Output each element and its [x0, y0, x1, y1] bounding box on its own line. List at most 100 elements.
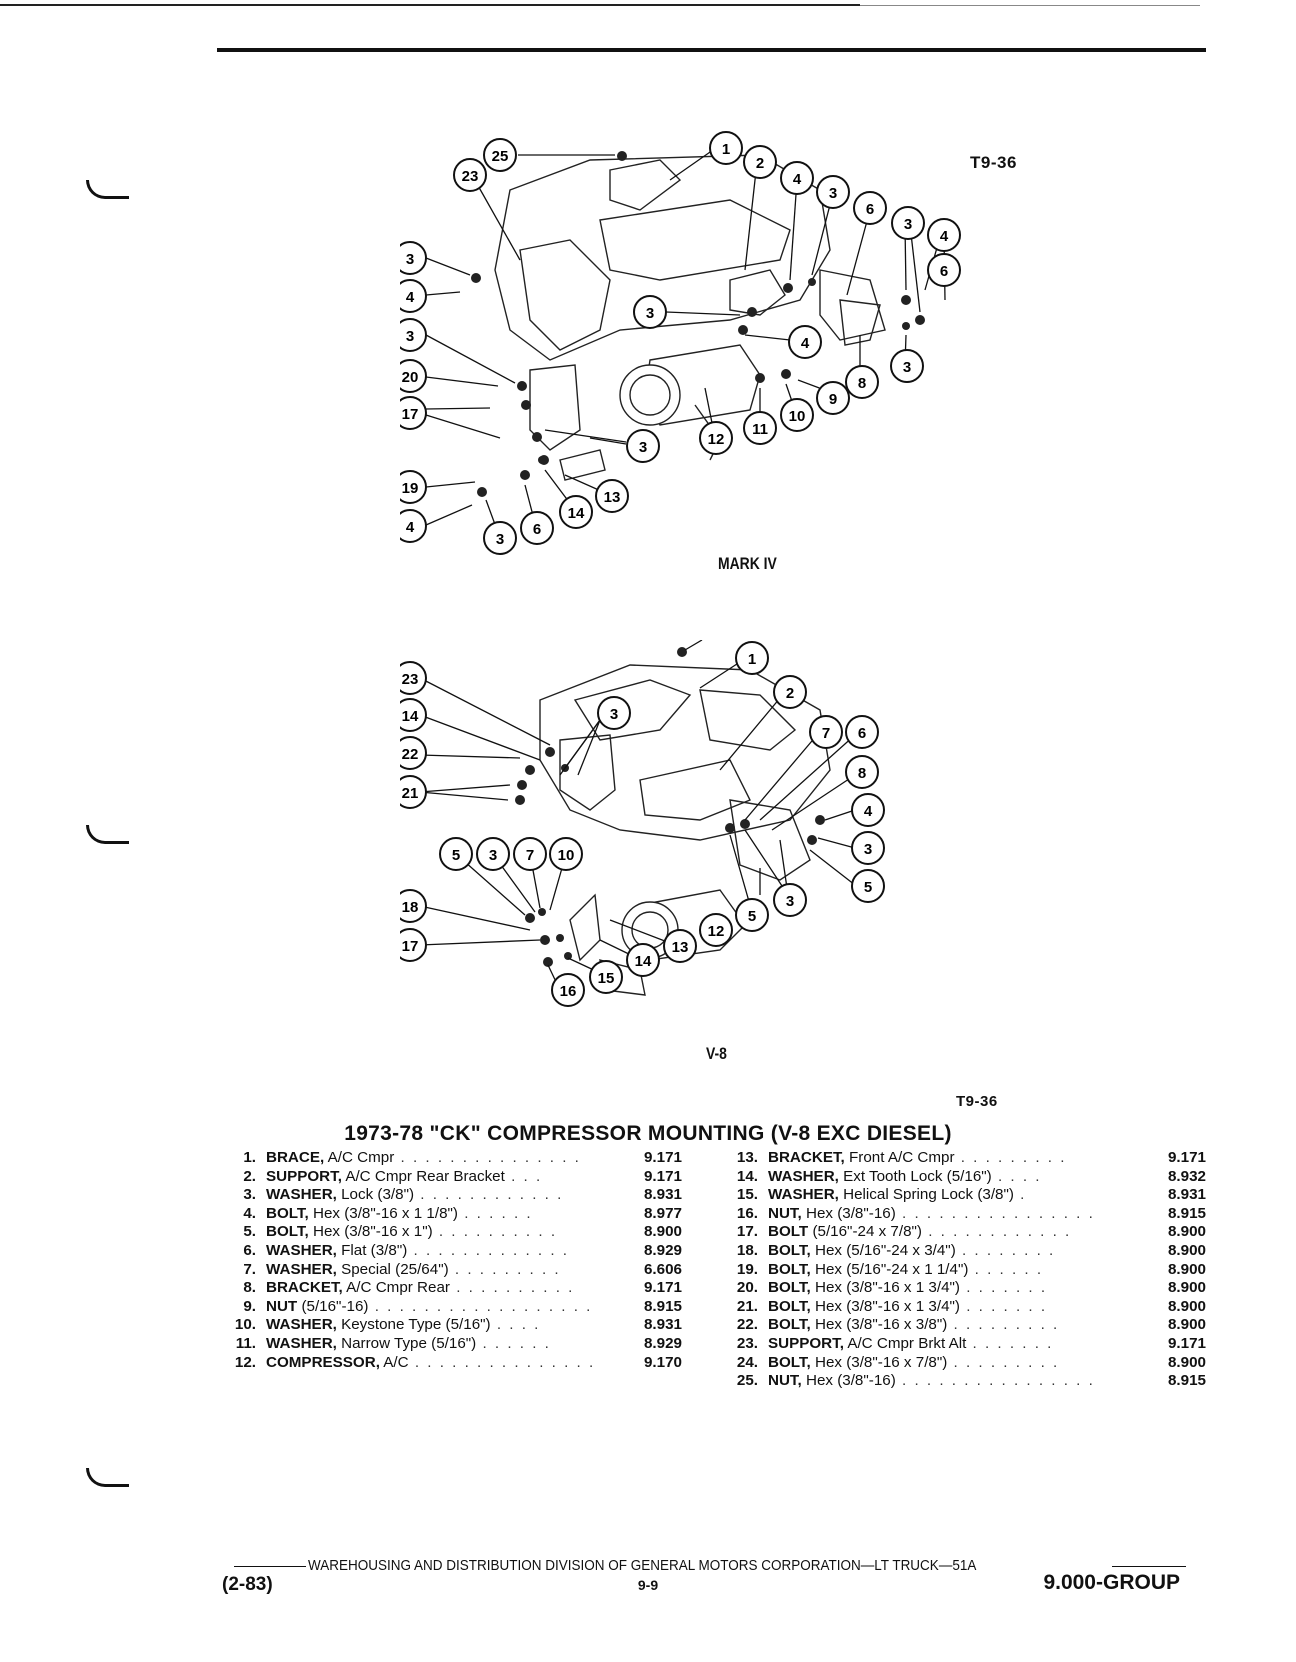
callout-bubble: 10 — [549, 837, 583, 871]
part-name: SUPPORT, — [768, 1334, 844, 1352]
callout-label: 7 — [526, 847, 534, 864]
group-code: 8.915 — [1167, 1372, 1206, 1390]
callout-bubble: 25 — [483, 138, 517, 172]
part-name: BOLT, — [266, 1223, 309, 1241]
callout-label: 7 — [822, 725, 830, 742]
leader-dots: . . . . . . . . . . . . . . . . — [895, 1372, 1095, 1390]
callout-bubble: 20 — [400, 359, 427, 393]
callout-label: 4 — [801, 335, 810, 352]
part-description: NUT, Hex (3/8"-16) . . . . . . . . . . .… — [768, 1205, 1146, 1224]
callout-bubble: 6 — [927, 253, 961, 287]
callout-label: 10 — [558, 847, 575, 864]
part-spec: Helical Spring Lock (3/8") — [838, 1186, 1014, 1204]
part-number: 16. — [736, 1204, 758, 1222]
top-edge-rule-thin — [860, 5, 1200, 6]
callout-bubble: 15 — [589, 960, 623, 994]
callout-label: 3 — [406, 251, 414, 268]
callout-bubble: 4 — [927, 218, 961, 252]
part-name: BOLT, — [768, 1297, 811, 1315]
part-description: SUPPORT, A/C Cmpr Brkt Alt . . . . . . . — [768, 1335, 1146, 1354]
part-number: 19. — [736, 1260, 758, 1278]
callout-label: 3 — [829, 185, 837, 202]
group-code: 8.929 — [643, 1334, 682, 1352]
callout-label: 8 — [858, 765, 866, 782]
callout-label: 3 — [406, 328, 414, 345]
part-number: 17. — [736, 1223, 758, 1241]
callout-label: 4 — [864, 803, 873, 820]
leader-dots: . . . . . . . . . . . . . . . — [394, 1149, 581, 1166]
leader-dots: . . . . . . . . . — [947, 1353, 1060, 1371]
leader-dots: . . . . . . . . . . . . — [922, 1223, 1072, 1241]
list-item: 8.BRACKET, A/C Cmpr Rear . . . . . . . .… — [222, 1279, 682, 1298]
part-spec: Front A/C Cmpr — [844, 1149, 955, 1166]
callout-bubble: 4 — [780, 161, 814, 195]
part-description: BRACKET, Front A/C Cmpr . . . . . . . . … — [768, 1149, 1146, 1168]
leader-lines — [419, 640, 856, 987]
callout-bubble: 17 — [400, 396, 427, 430]
part-number: 1. — [243, 1149, 256, 1166]
part-number: 10. — [234, 1316, 256, 1334]
part-description: BOLT, Hex (3/8"-16 x 1 3/4") . . . . . .… — [768, 1298, 1146, 1317]
group-code: 8.900 — [643, 1223, 682, 1241]
callout-bubble: 3 — [626, 429, 660, 463]
part-number: 12. — [234, 1353, 256, 1371]
group-code: 9.170 — [643, 1353, 682, 1371]
leader-dots: . . . . . . . . . — [954, 1149, 1067, 1166]
callout-label: 1 — [722, 141, 730, 158]
fastener-dots — [515, 647, 825, 967]
callout-bubble: 4 — [400, 279, 427, 313]
callout-bubble: 10 — [780, 398, 814, 432]
callout-label: 12 — [708, 431, 725, 448]
callout-label: 13 — [604, 489, 621, 506]
part-spec: (5/16"-24 x 7/8") — [808, 1223, 922, 1241]
part-description: COMPRESSOR, A/C . . . . . . . . . . . . … — [266, 1354, 624, 1373]
callout-label: 23 — [462, 168, 479, 185]
list-item: 24.BOLT, Hex (3/8"-16 x 7/8") . . . . . … — [724, 1354, 1206, 1373]
group-code: 8.931 — [1167, 1186, 1206, 1204]
leader-dots: . . . . . . . . . . . . . — [407, 1241, 569, 1259]
list-item: 25.NUT, Hex (3/8"-16) . . . . . . . . . … — [724, 1372, 1206, 1391]
part-number: 22. — [736, 1316, 758, 1334]
part-name: BOLT — [768, 1223, 809, 1241]
callout-label: 25 — [492, 148, 509, 165]
part-name: BOLT, — [768, 1279, 811, 1297]
callout-label: 4 — [940, 228, 949, 245]
group-code: 8.915 — [1167, 1204, 1206, 1222]
v8-exploded-diagram: 24 1 23 14 3 2 22 7 6 21 8 4 3 5 3 7 10 … — [400, 640, 885, 1007]
list-item: 22.BOLT, Hex (3/8"-16 x 3/8") . . . . . … — [724, 1316, 1206, 1335]
footer-date-code: (2-83) — [222, 1574, 273, 1595]
callout-bubble: 5 — [735, 898, 769, 932]
list-item: 21.BOLT, Hex (3/8"-16 x 1 3/4") . . . . … — [724, 1298, 1206, 1317]
mark-iv-exploded-diagram: 25 1 2 4 3 6 3 4 23 3 4 3 4 3 6 8 3 20 1… — [400, 131, 961, 555]
callout-bubble: 11 — [743, 411, 777, 445]
part-number: 2. — [243, 1167, 256, 1185]
binder-mark-icon — [86, 1468, 129, 1487]
leader-dots: . . . . — [991, 1167, 1042, 1185]
figure-label-v8: V-8 — [706, 1044, 727, 1063]
part-description: BOLT, Hex (3/8"-16 x 1 1/8") . . . . . . — [266, 1205, 624, 1224]
callout-label: 3 — [903, 359, 911, 376]
callout-bubble: 9 — [816, 381, 850, 415]
list-item: 23.SUPPORT, A/C Cmpr Brkt Alt . . . . . … — [724, 1335, 1206, 1354]
callout-label: 4 — [793, 171, 802, 188]
callout-label: 22 — [402, 746, 419, 763]
part-spec: Narrow Type (5/16") — [336, 1334, 477, 1352]
list-item: 15.WASHER, Helical Spring Lock (3/8") .8… — [724, 1186, 1206, 1205]
callout-bubble: 6 — [845, 715, 879, 749]
part-spec: A/C — [379, 1353, 409, 1371]
part-number: 3. — [243, 1186, 256, 1204]
group-code: 8.931 — [643, 1186, 682, 1204]
group-code: 9.171 — [1167, 1149, 1206, 1166]
leader-dots: . . . . . . . . . — [448, 1260, 561, 1278]
part-description: BOLT, Hex (3/8"-16 x 1 3/4") . . . . . .… — [768, 1279, 1146, 1298]
callout-bubble: 5 — [439, 837, 473, 871]
part-number: 18. — [736, 1241, 758, 1259]
part-description: BOLT (5/16"-24 x 7/8") . . . . . . . . .… — [768, 1223, 1146, 1242]
list-item: 2.SUPPORT, A/C Cmpr Rear Bracket . . .9.… — [222, 1168, 682, 1187]
callout-label: 13 — [672, 939, 689, 956]
part-description: SUPPORT, A/C Cmpr Rear Bracket . . . — [266, 1168, 624, 1187]
callout-bubble: 12 — [699, 913, 733, 947]
callout-label: 3 — [786, 893, 794, 910]
callout-label: 11 — [752, 421, 768, 438]
group-code: 8.900 — [1167, 1316, 1206, 1334]
